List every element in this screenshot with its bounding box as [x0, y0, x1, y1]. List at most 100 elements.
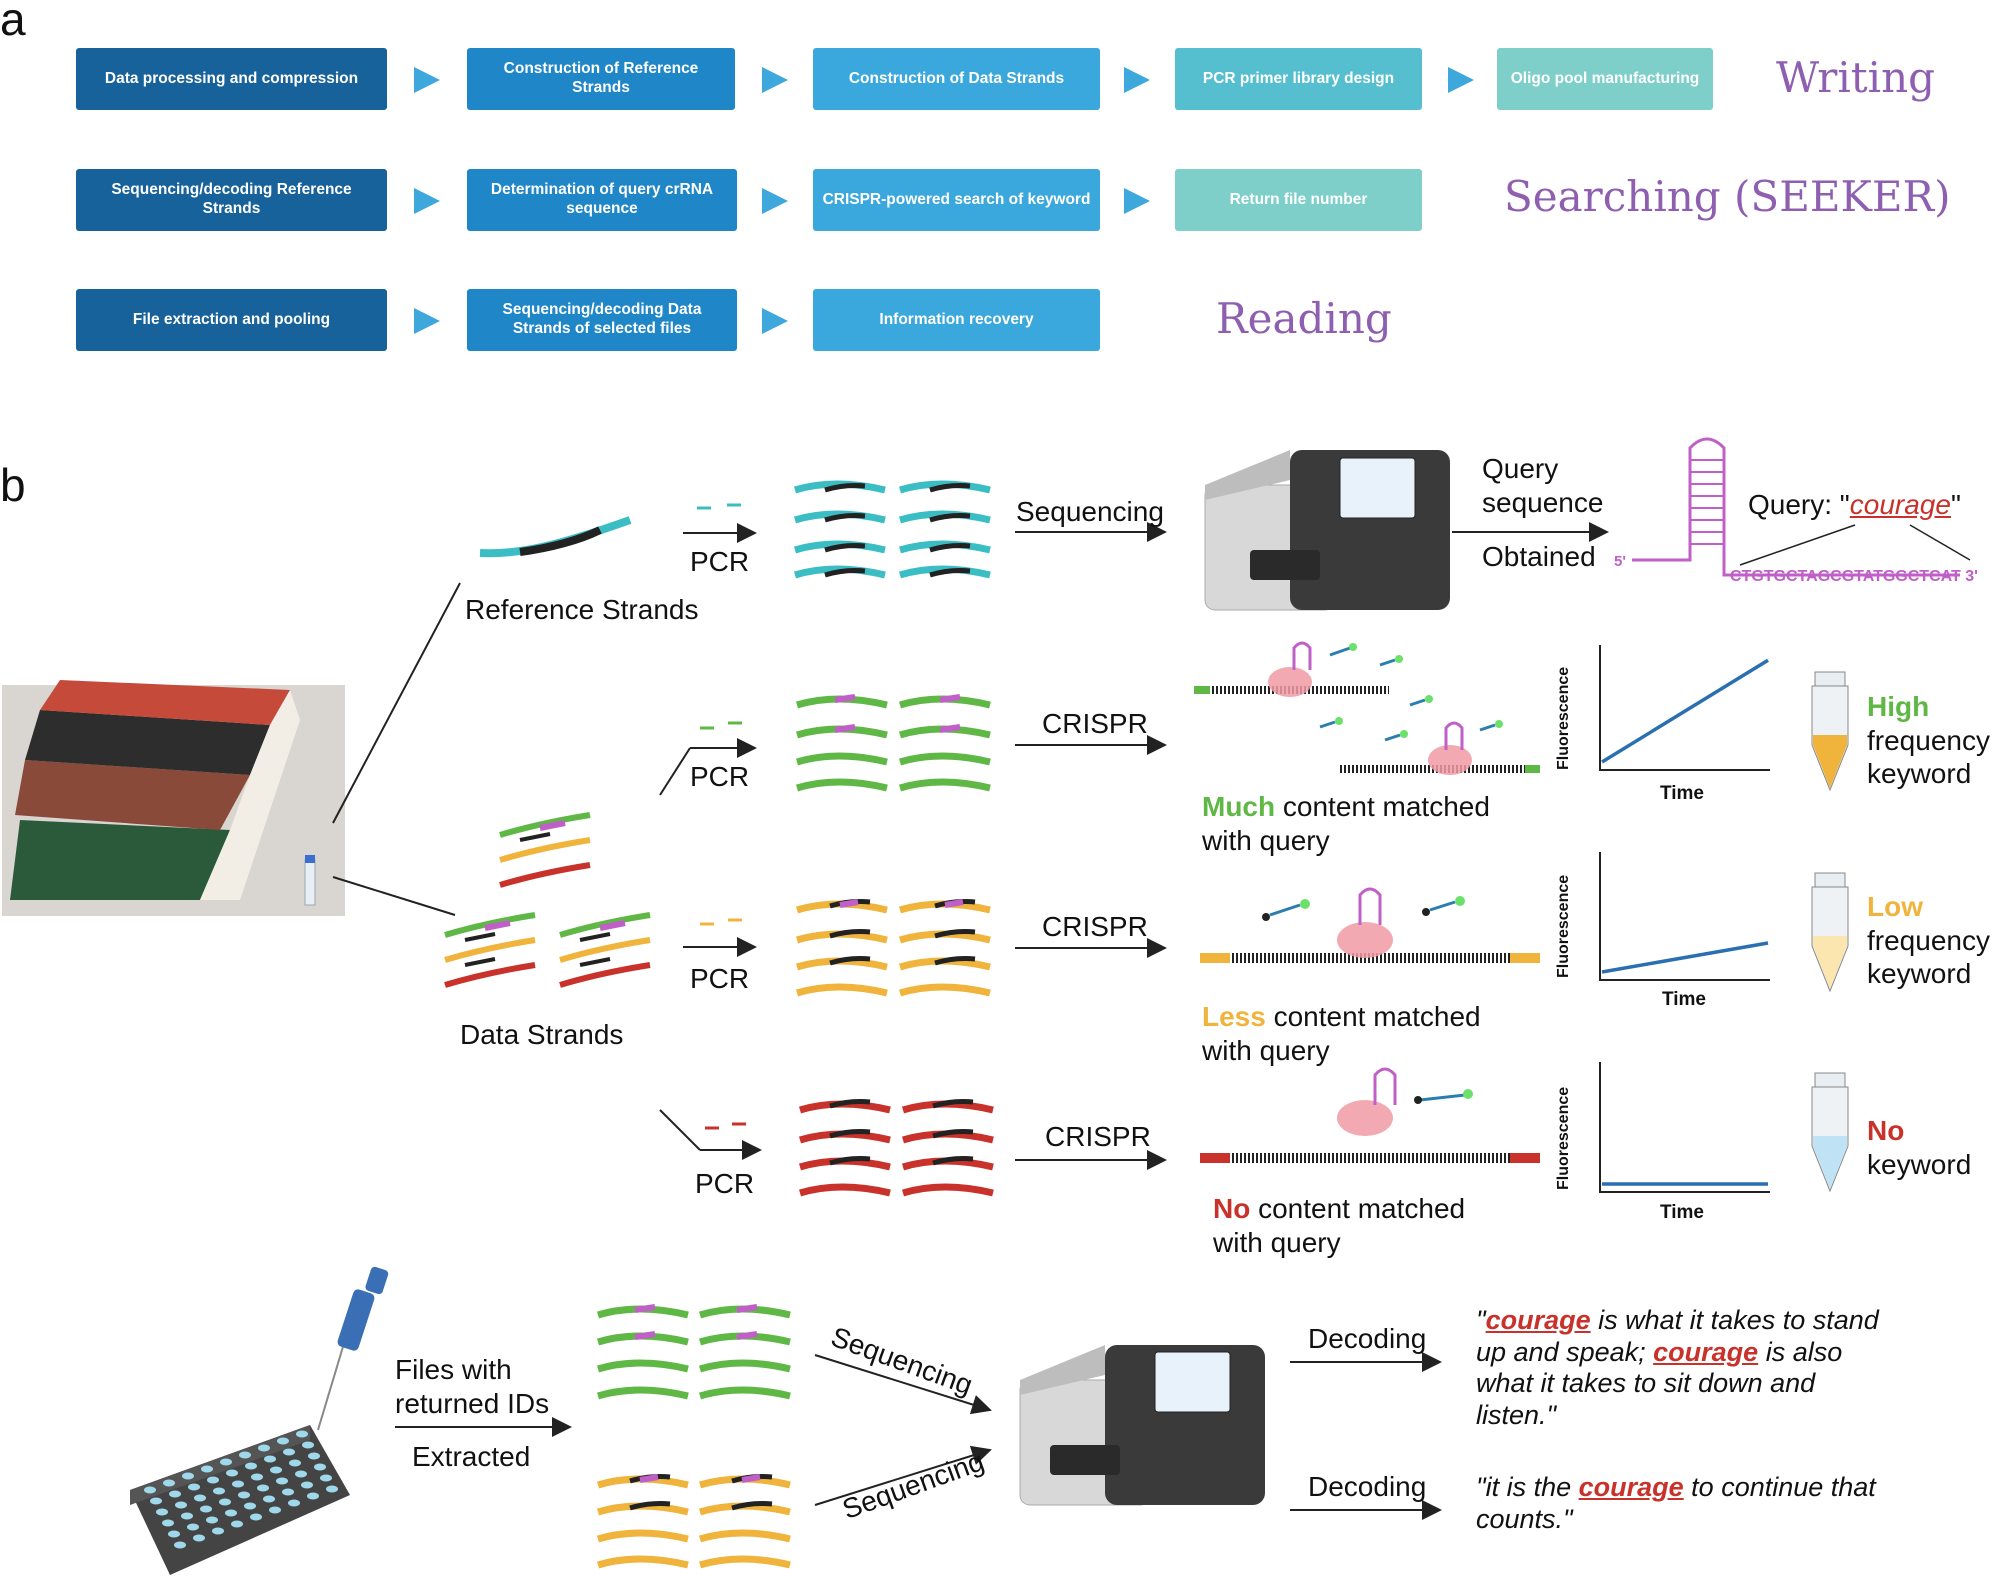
selected-orange-strands [596, 1474, 791, 1569]
fluorescence-axis-label-3: Fluorescence [1555, 1086, 1572, 1190]
plate-well [301, 1481, 313, 1489]
flow-arrow-icon [414, 67, 440, 93]
plate-well [307, 1492, 319, 1500]
crrna-sequence: CTGTGCTAGCGTATGGCTCAT 3' [1730, 568, 1978, 585]
five-prime-label: 5' [1614, 553, 1626, 570]
green-amplicons [795, 694, 991, 792]
plate-well [220, 1458, 232, 1466]
plate-well [207, 1476, 219, 1484]
plot-axes-1 [1599, 852, 1770, 981]
plate-well [296, 1430, 308, 1438]
plate-well [314, 1463, 326, 1471]
plate-well [194, 1494, 206, 1502]
plate-well [150, 1497, 162, 1505]
plate-well [238, 1491, 250, 1499]
plate-well [212, 1527, 224, 1535]
files-returned-line2: returned IDs [395, 1388, 550, 1419]
tube-low-icon [1811, 872, 1849, 993]
plate-well [258, 1444, 270, 1452]
step-return-file-number: Return file number [1175, 169, 1422, 231]
pcr-label-orange: PCR [690, 963, 750, 994]
panel-a-letter: a [0, 0, 26, 45]
extracted-label: Extracted [412, 1441, 531, 1472]
plate-well [302, 1441, 314, 1449]
plate-well [269, 1506, 281, 1514]
flow-arrow-icon [1448, 67, 1474, 93]
plate-well [219, 1498, 231, 1506]
step-sequencing-data: Sequencing/decoding Data Strands of sele… [467, 289, 737, 351]
plate-well [263, 1495, 275, 1503]
flow-arrow-icon [1124, 67, 1150, 93]
plate-well [231, 1520, 243, 1528]
flow-arrow-icon [762, 67, 788, 93]
plate-well [245, 1462, 257, 1470]
plate-well [326, 1485, 338, 1493]
time-axis-label-2: Time [1662, 989, 1707, 1010]
decoding-label-2: Decoding [1308, 1471, 1427, 1502]
step-oligo-pool: Oligo pool manufacturing [1497, 48, 1713, 110]
crispr-label-low: CRISPR [1042, 911, 1148, 942]
plate-well [156, 1508, 168, 1516]
crispr-reaction-none [1200, 1067, 1540, 1163]
step-query-crrna: Determination of query crRNA sequence [467, 169, 737, 231]
panel-b-letter: b [0, 459, 26, 511]
query-sequence-line2: sequence [1482, 487, 1604, 518]
query-obtained-label: Obtained [1482, 541, 1596, 572]
plate-well [193, 1534, 205, 1542]
plate-well [276, 1477, 288, 1485]
plate-well [144, 1486, 156, 1494]
plate-well [188, 1483, 200, 1491]
flow-arrow-icon [414, 188, 440, 214]
plate-well [162, 1519, 174, 1527]
time-axis-label-3: Time [1660, 1202, 1705, 1223]
plot-axes-2 [1599, 1062, 1770, 1193]
plate-well [277, 1437, 289, 1445]
fluorescence-axis-label-1: Fluorescence [1555, 666, 1572, 770]
plate-well [213, 1487, 225, 1495]
plate-well [320, 1474, 332, 1482]
query-sequence-line1: Query [1482, 453, 1559, 484]
plot-axes-0 [1599, 645, 1770, 771]
plate-well [264, 1455, 276, 1463]
plate-well [182, 1472, 194, 1480]
step-data-strands: Construction of Data Strands [813, 48, 1100, 110]
fluorescence-signal-line-0 [1601, 658, 1769, 764]
plate-well [174, 1541, 186, 1549]
decoded-quote-2: "it is the courage to continue that coun… [1476, 1472, 1876, 1534]
plate-well [206, 1516, 218, 1524]
flow-arrow-icon [762, 308, 788, 334]
crispr-reaction-high [1194, 641, 1540, 775]
well-plate-icon [130, 1425, 350, 1575]
step-file-extraction: File extraction and pooling [76, 289, 387, 351]
crispr-label-high: CRISPR [1042, 708, 1148, 739]
plate-well [225, 1509, 237, 1517]
red-amplicons [798, 1099, 994, 1197]
files-returned-line1: Files with [395, 1354, 512, 1385]
plate-well [283, 1448, 295, 1456]
plate-well [200, 1505, 212, 1513]
tube-high-icon [1811, 671, 1849, 792]
sequencer-icon [1204, 450, 1450, 611]
reference-strand-icon [479, 516, 632, 558]
step-sequencing-reference: Sequencing/decoding Reference Strands [76, 169, 387, 231]
flow-arrow-icon [1124, 188, 1150, 214]
query-keyword-label: Query: "courage" [1748, 489, 1961, 520]
plate-well [175, 1501, 187, 1509]
step-reference-strands: Construction of Reference Strands [467, 48, 735, 110]
decoded-quote-1: "courage is what it takes to stand up an… [1476, 1305, 1879, 1430]
fluorescence-axis-label-2: Fluorescence [1555, 874, 1572, 978]
pcr-label-green: PCR [690, 761, 750, 792]
step-information-recovery: Information recovery [813, 289, 1100, 351]
plate-well [239, 1451, 251, 1459]
crispr-reaction-low [1200, 887, 1540, 963]
plate-well [181, 1512, 193, 1520]
plate-well [295, 1470, 307, 1478]
stage-reading: Reading [1216, 294, 1392, 343]
plate-well [288, 1499, 300, 1507]
